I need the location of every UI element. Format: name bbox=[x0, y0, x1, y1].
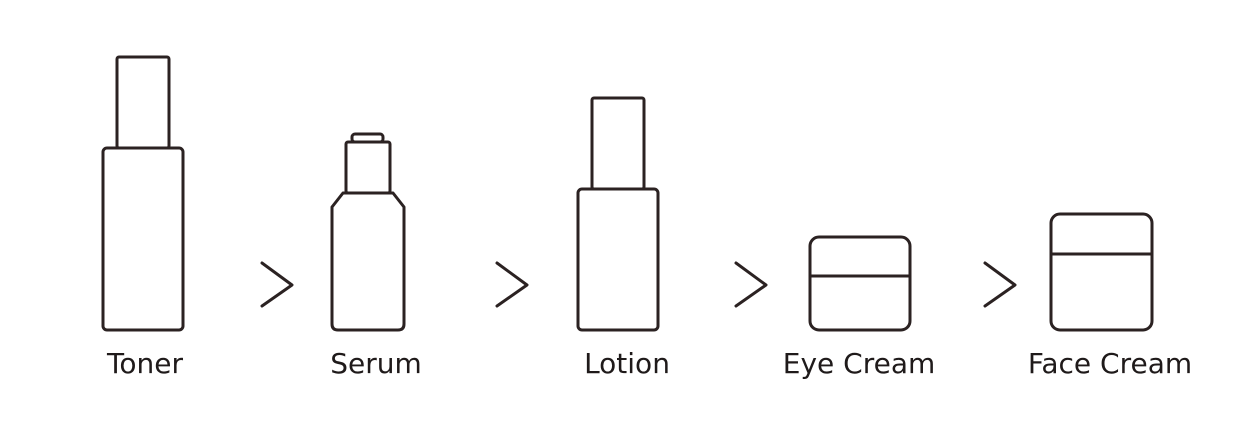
tall-bottle-icon bbox=[101, 55, 185, 332]
step-label-toner: Toner bbox=[107, 347, 183, 380]
chevron-right-icon bbox=[983, 261, 1017, 308]
step-label-eye-cream: Eye Cream bbox=[782, 347, 936, 380]
large-jar-icon bbox=[1049, 212, 1154, 332]
dropper-bottle-icon bbox=[330, 132, 406, 332]
small-jar-icon bbox=[808, 235, 912, 332]
step-label-face-cream: Face Cream bbox=[1027, 347, 1193, 380]
chevron-right-icon bbox=[495, 261, 529, 308]
chevron-right-icon bbox=[734, 261, 768, 308]
pump-bottle-icon bbox=[576, 96, 660, 332]
step-label-lotion: Lotion bbox=[584, 347, 670, 380]
chevron-right-icon bbox=[260, 261, 294, 308]
step-label-serum: Serum bbox=[330, 347, 422, 380]
